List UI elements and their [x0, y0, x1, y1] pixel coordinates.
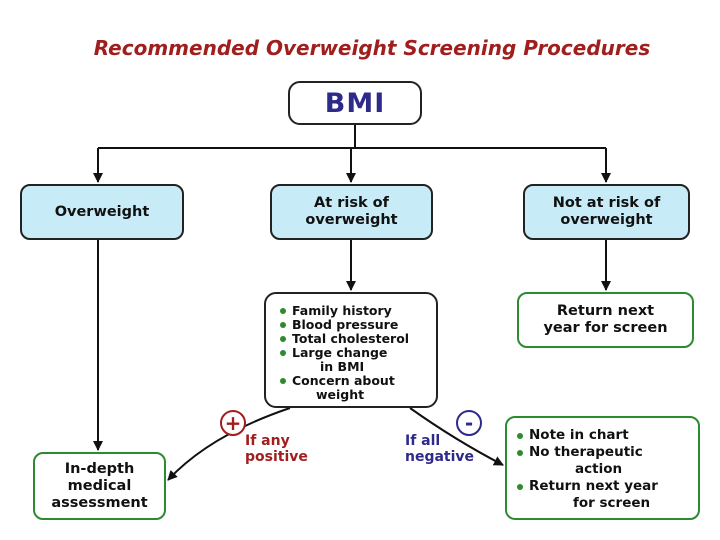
- negative-action-item: No therapeutic: [517, 444, 694, 461]
- if-any-positive-label: If any positive: [245, 433, 308, 465]
- risk-factors-node: Family history Blood pressure Total chol…: [264, 292, 438, 408]
- not-at-risk-node: Not at risk of overweight: [523, 184, 690, 240]
- bmi-node: BMI: [288, 81, 422, 125]
- negative-action-item: Note in chart: [517, 427, 694, 444]
- negative-actions-node: Note in chart No therapeutic action Retu…: [505, 416, 700, 520]
- arrow-positive: [167, 407, 291, 481]
- risk-factor-item: Concern about: [280, 374, 430, 388]
- negative-action-item-continued: action: [575, 461, 623, 477]
- return-next-year-node: Return next year for screen: [517, 292, 694, 348]
- negative-action-item-continued: for screen: [573, 495, 651, 511]
- minus-sign-icon: -: [456, 410, 482, 436]
- arrow-negative: [409, 407, 504, 466]
- risk-factor-item: Total cholesterol: [280, 332, 430, 346]
- plus-sign-icon: +: [220, 410, 246, 436]
- if-all-negative-label: If all negative: [405, 433, 475, 465]
- at-risk-node: At risk of overweight: [270, 184, 433, 240]
- risk-factor-item: Large change: [280, 346, 430, 360]
- risk-factor-item-continued: in BMI: [320, 359, 365, 374]
- in-depth-assessment-node: In-depth medical assessment: [33, 452, 166, 520]
- risk-factor-item-continued: weight: [316, 387, 365, 402]
- risk-factor-item: Blood pressure: [280, 318, 430, 332]
- overweight-node: Overweight: [20, 184, 184, 240]
- diagram-title: Recommended Overweight Screening Procedu…: [93, 36, 651, 60]
- risk-factor-item: Family history: [280, 304, 430, 318]
- negative-action-item: Return next year: [517, 478, 694, 495]
